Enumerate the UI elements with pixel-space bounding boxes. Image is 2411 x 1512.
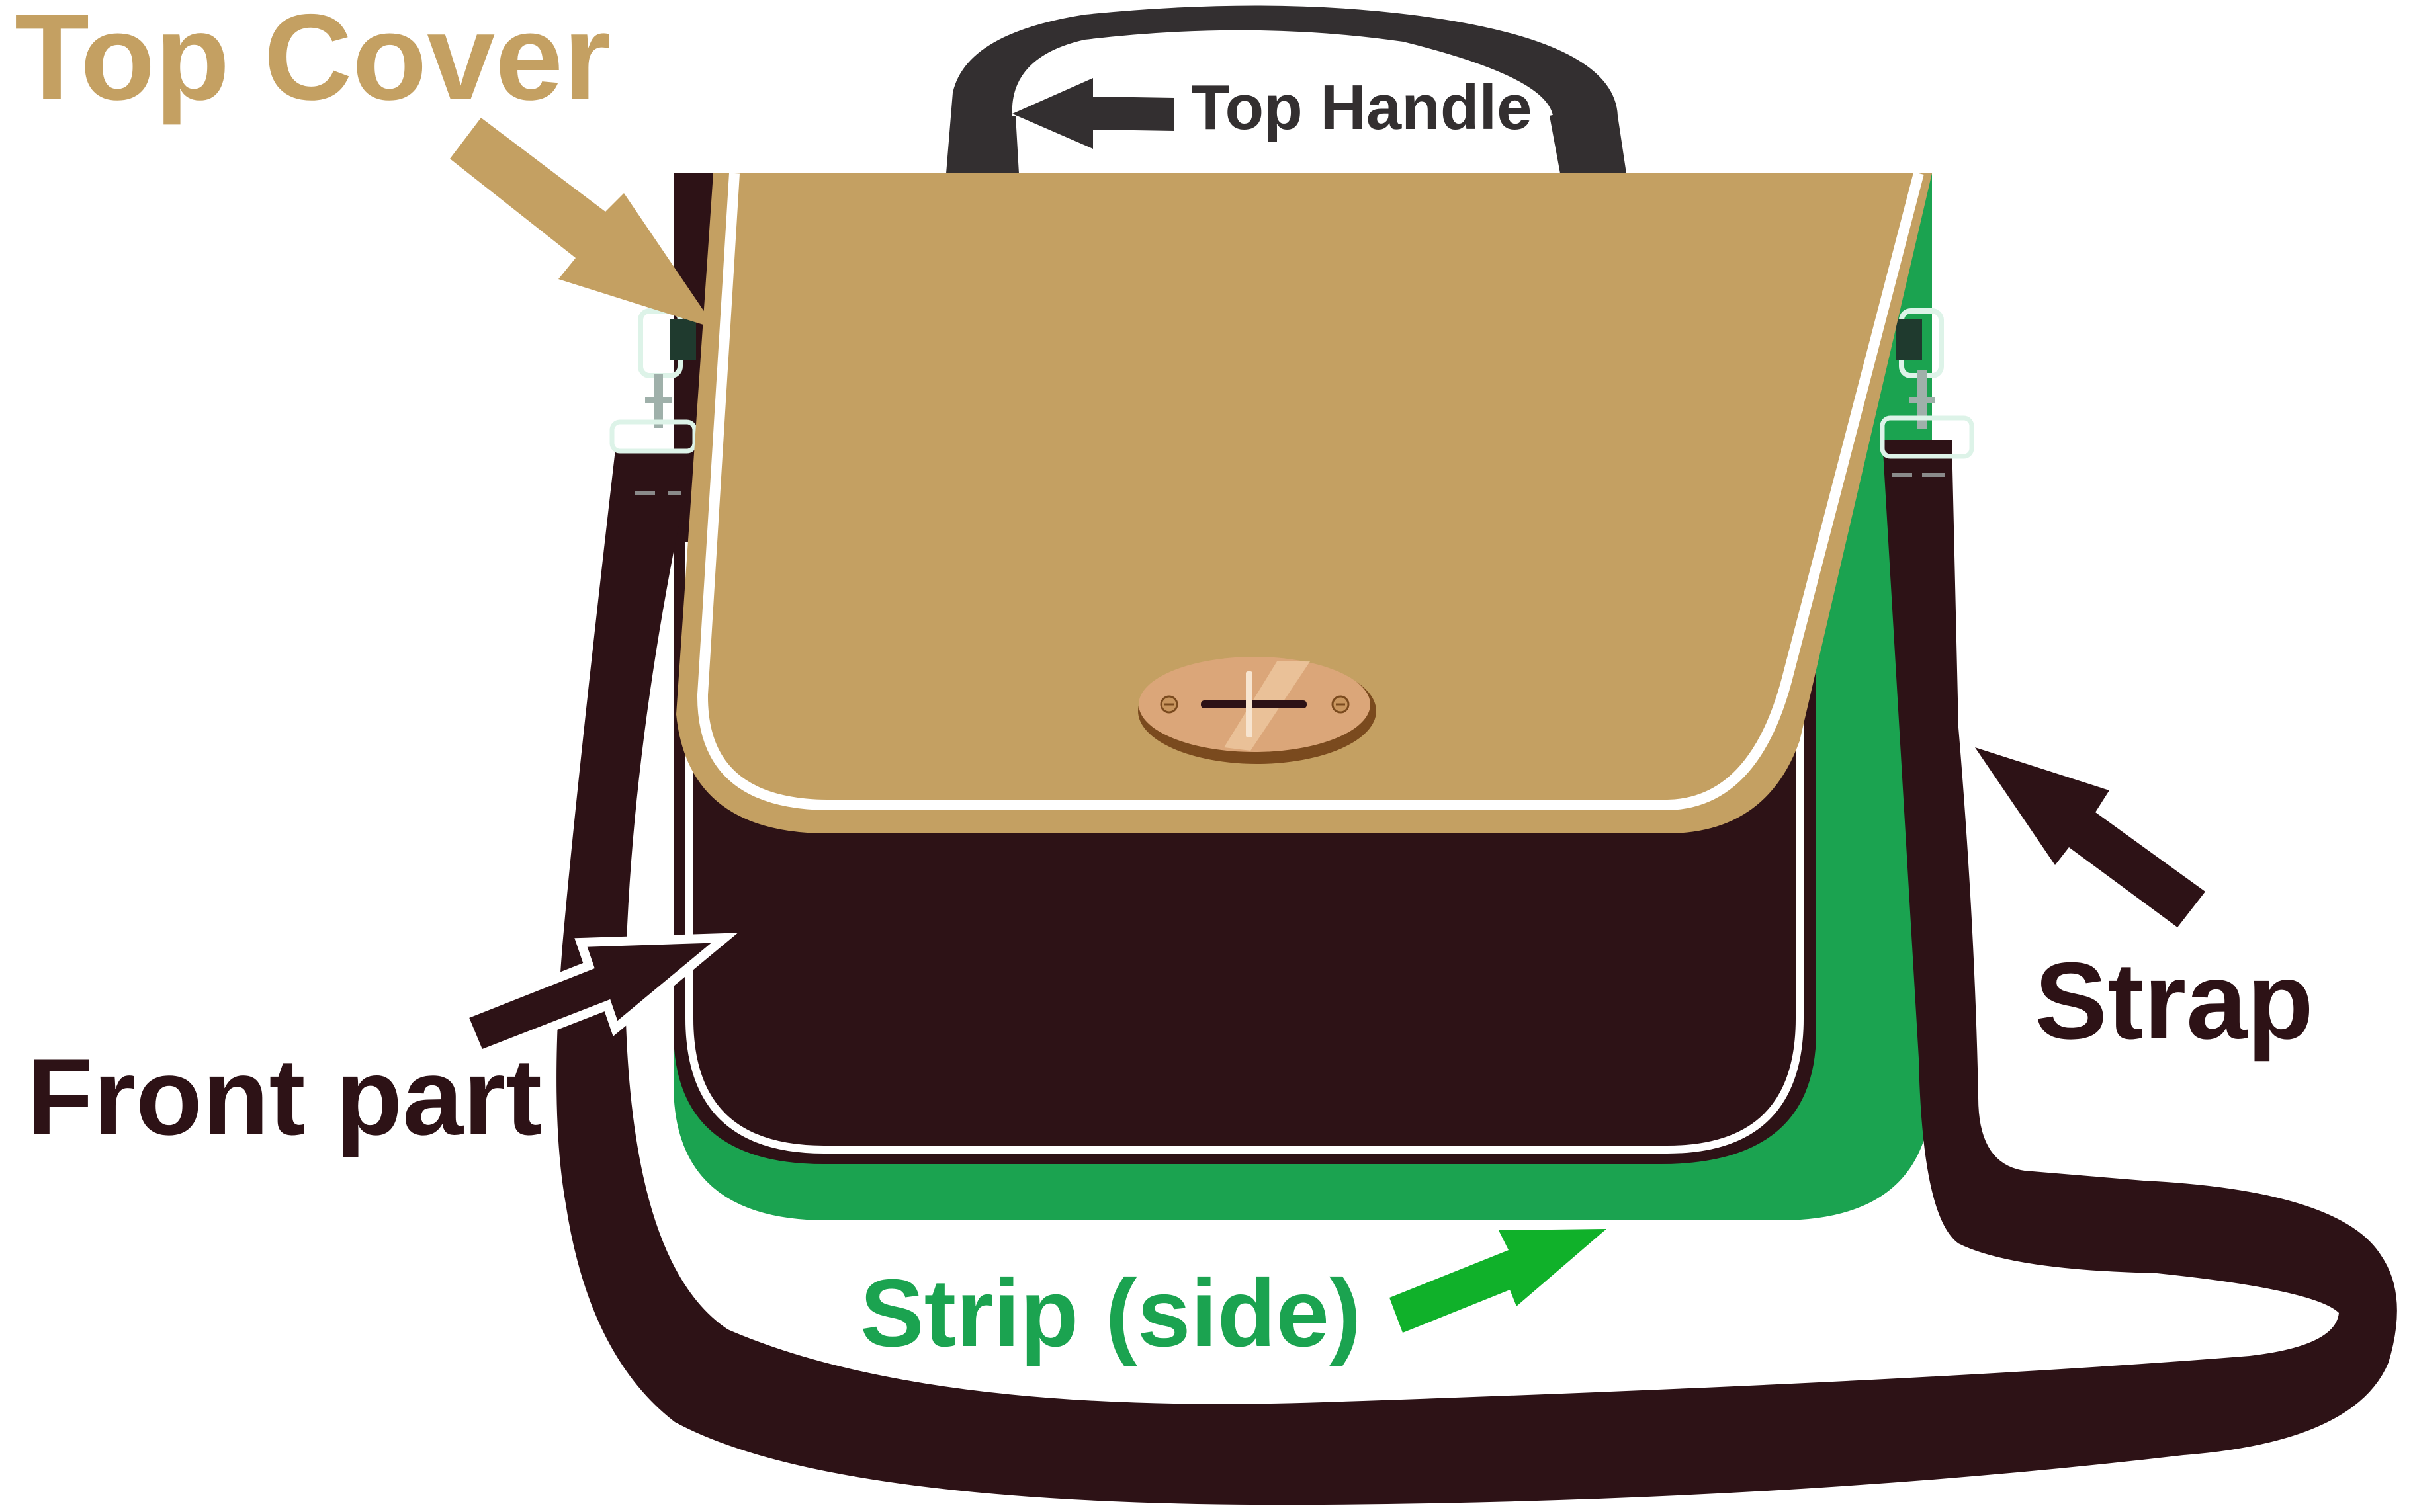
- front-part-arrow: [457, 933, 738, 1061]
- strip-side-arrow: [1389, 1229, 1606, 1333]
- left-strap-ring: [609, 308, 697, 495]
- top-handle-highlight: [1012, 30, 1553, 117]
- top-cover-outline: [697, 171, 1924, 810]
- top-handle: [946, 5, 1626, 173]
- strap-label: Strap: [2035, 940, 2314, 1062]
- top-handle-label: Top Handle: [1191, 72, 1532, 143]
- clasp-lock: [1138, 657, 1376, 764]
- strip-side-label: Strip (side): [860, 1259, 1361, 1366]
- top-cover-arrow: [450, 118, 716, 329]
- strap: [556, 440, 2397, 1505]
- strap-arrow: [1975, 747, 2205, 927]
- front-part-label: Front part: [26, 1036, 542, 1157]
- top-cover-label: Top Cover: [15, 0, 611, 126]
- top-cover-panel: [676, 173, 1932, 833]
- front-part-inner-outline: [685, 542, 1804, 1154]
- top-handle-arrow: [1012, 78, 1174, 149]
- right-strap-ring: [1880, 308, 1974, 477]
